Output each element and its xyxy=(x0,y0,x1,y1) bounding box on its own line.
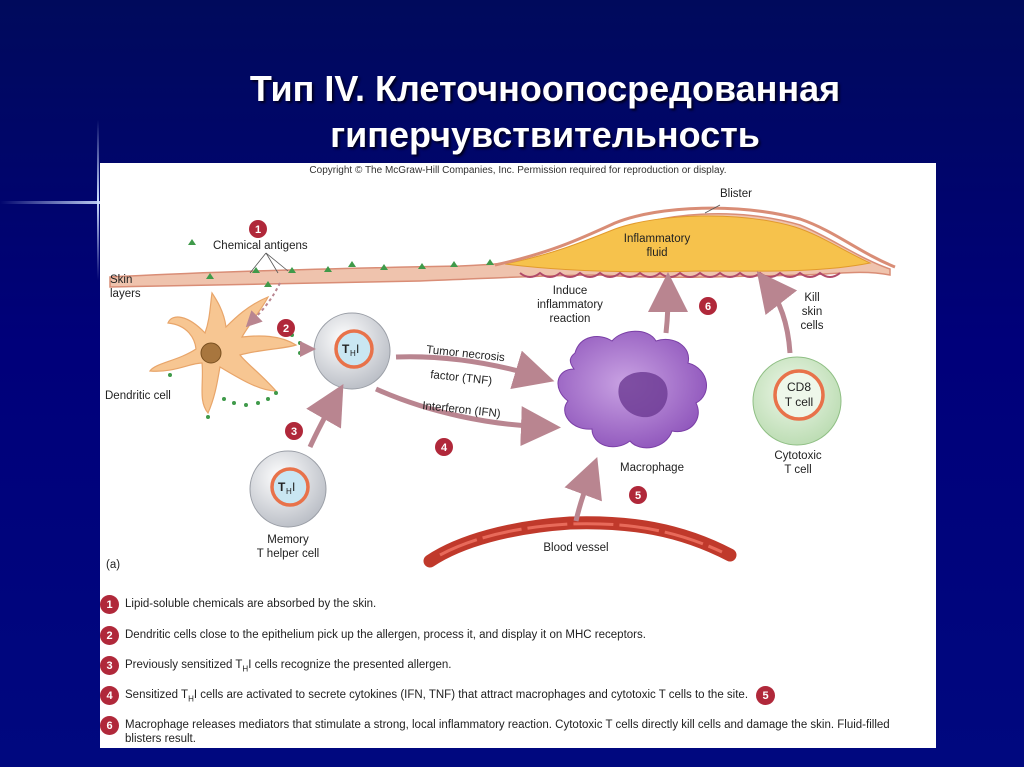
legend-badge-5: 5 xyxy=(756,686,776,705)
slide-title: Тип IV. Клеточноопосредованная гиперчувс… xyxy=(100,66,990,158)
dendritic-cell-label: Dendritic cell xyxy=(105,390,171,402)
step-badge-5: 5 xyxy=(629,486,647,504)
macrophage-nucleus xyxy=(618,371,668,418)
legend-text-1: Lipid-soluble chemicals are absorbed by … xyxy=(125,598,377,610)
svg-text:4: 4 xyxy=(441,442,448,454)
memory-cell-label: T xyxy=(278,480,286,494)
th-cell-label: T xyxy=(342,342,350,356)
step-badge-4: 4 xyxy=(435,438,453,456)
skin-layers-label-1: Skin xyxy=(110,274,132,286)
legend-text-3: Previously sensitized THI cells recogniz… xyxy=(125,659,452,674)
slide-title-line-1: Тип IV. Клеточноопосредованная xyxy=(249,68,841,109)
memory-label-2: T helper cell xyxy=(257,548,319,560)
macrophage-label: Macrophage xyxy=(620,462,684,474)
copyright-notice: Copyright © The McGraw-Hill Companies, I… xyxy=(309,165,727,176)
arrow-tnf xyxy=(395,350,555,389)
svg-text:3: 3 xyxy=(291,426,297,438)
slide-accent-line-horizontal xyxy=(0,201,110,204)
memory-th-cell-nucleus xyxy=(270,467,310,507)
cytotoxic-label-2: T cell xyxy=(784,464,811,476)
inflammatory-fluid-label-1: Inflammatory xyxy=(624,233,691,245)
step-badge-6: 6 xyxy=(699,297,717,315)
svg-text:6: 6 xyxy=(705,301,711,313)
legend-badge-6: 6 xyxy=(100,716,119,735)
memory-cell-label-suffix: I xyxy=(292,480,295,494)
th-cell-nucleus xyxy=(334,329,374,369)
svg-text:1: 1 xyxy=(255,224,261,236)
kill-label-1: Kill xyxy=(804,292,819,304)
legend-badge-2: 2 xyxy=(100,626,119,645)
cd8-tcell-label: T cell xyxy=(785,395,813,409)
th-cell-label-sub: H xyxy=(350,349,356,358)
legend-badge-4: 4 xyxy=(100,686,119,705)
blister-fluid xyxy=(504,215,872,273)
legend-item-1: 1 Lipid-soluble chemicals are absorbed b… xyxy=(100,595,377,614)
memory-label-1: Memory xyxy=(267,534,309,546)
th-cell-label-suffix: I xyxy=(356,342,359,356)
skin-layers-label-2: layers xyxy=(110,288,141,300)
legend-text-6: Macrophage releases mediators that stimu… xyxy=(125,719,890,745)
slide-title-line-2: гиперчувствительность xyxy=(330,114,760,155)
panel-label: (a) xyxy=(106,559,120,571)
kill-label-3: cells xyxy=(800,320,823,332)
tnf-label-2: factor (TNF) xyxy=(430,369,493,387)
blister-label: Blister xyxy=(720,188,752,200)
cd8-label: CD8 xyxy=(787,380,811,394)
kill-label-2: skin xyxy=(802,306,822,318)
antigen-pointer-lines xyxy=(249,204,721,274)
arrow-memory-to-th xyxy=(306,383,344,449)
pathway-arrows xyxy=(245,271,798,522)
arrow-macrophage-to-skin xyxy=(647,272,688,334)
legend-badge-3: 3 xyxy=(100,656,119,675)
blood-vessel-label: Blood vessel xyxy=(543,542,608,554)
step-badge-2: 2 xyxy=(277,319,295,337)
arrow-ifn xyxy=(374,386,561,447)
dendritic-cell-antigen-dots xyxy=(168,333,302,419)
inflammatory-fluid-label-2: fluid xyxy=(646,247,667,259)
dendritic-cell-nucleus xyxy=(200,342,222,364)
blood-vessel-highlight xyxy=(439,522,723,557)
legend-item-3: 3 Previously sensitized THI cells recogn… xyxy=(100,656,452,676)
legend-item-6: 6 Macrophage releases mediators that sti… xyxy=(100,716,920,746)
legend-badge-1: 1 xyxy=(100,595,119,614)
induce-label-3: reaction xyxy=(550,313,591,325)
step-badge-1: 1 xyxy=(249,220,267,238)
blister-membrane xyxy=(494,206,896,269)
step-badge-3: 3 xyxy=(285,422,303,440)
legend-text-4: Sensitized THI cells are activated to se… xyxy=(125,689,749,704)
memory-cell-label-sub: H xyxy=(286,487,292,496)
cytotoxic-label-1: Cytotoxic xyxy=(774,450,822,462)
induce-label-2: inflammatory xyxy=(537,299,603,311)
slide-accent-line-vertical xyxy=(97,120,99,280)
svg-text:2: 2 xyxy=(283,323,289,335)
hypersensitivity-diagram: T H I T H I CD8 T cell Bli xyxy=(105,188,896,571)
figure-panel: Copyright © The McGraw-Hill Companies, I… xyxy=(100,163,936,748)
cd8-t-cell-nucleus xyxy=(773,369,825,421)
arrow-vessel-to-macrophage xyxy=(564,456,602,522)
arrow-cd8-to-skin xyxy=(756,271,798,354)
legend-item-4: 4 Sensitized THI cells are activated to … xyxy=(100,686,936,706)
dendritic-cell xyxy=(148,291,298,415)
legend-item-2: 2 Dendritic cells close to the epitheliu… xyxy=(100,626,646,645)
chemical-antigens-label: Chemical antigens xyxy=(213,240,308,252)
legend-text-2: Dendritic cells close to the epithelium … xyxy=(125,629,646,641)
svg-text:5: 5 xyxy=(635,490,641,502)
induce-label-1: Induce xyxy=(553,285,588,297)
